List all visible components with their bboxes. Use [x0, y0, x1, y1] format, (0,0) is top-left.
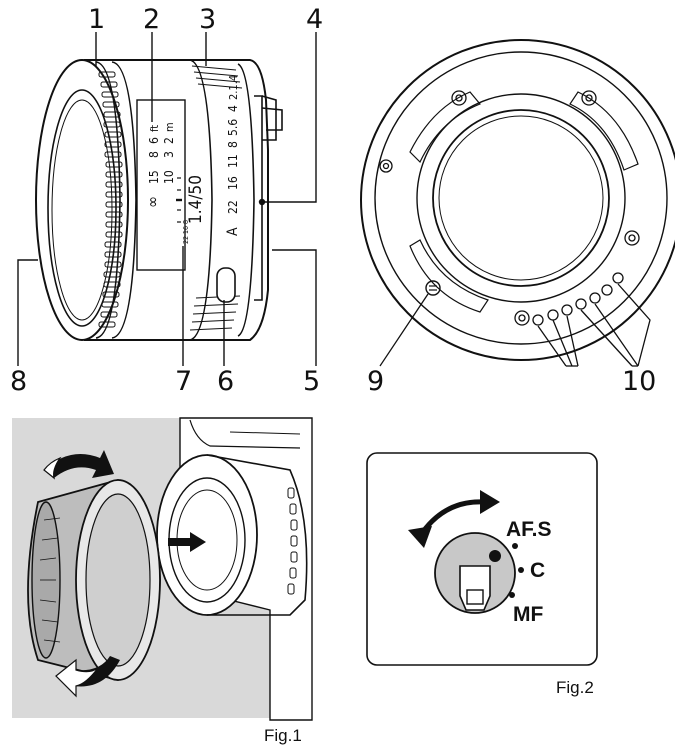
- fig2-caption: Fig.2: [556, 678, 594, 697]
- aperture-scale-2-1-4: 2.1.4: [227, 75, 240, 100]
- meter-3: 3: [162, 151, 176, 158]
- aperture-lock-button[interactable]: [216, 267, 236, 303]
- callout-5: 5: [303, 366, 321, 397]
- feet-15: 15: [147, 170, 161, 184]
- aperture-scale-5-6: 5.6: [226, 119, 240, 136]
- callout-10: 10: [622, 366, 657, 397]
- callout-3: 3: [199, 4, 217, 35]
- aperture-scale-4: 4: [226, 105, 240, 112]
- fig1-illustration: [27, 417, 313, 721]
- callout-1: 1: [88, 4, 106, 35]
- callout-7: 7: [175, 366, 193, 397]
- aperture-scale-16: 16: [226, 176, 240, 190]
- feet-8: 8: [147, 151, 161, 158]
- rotate-double-arrow: [408, 490, 500, 548]
- callout-9: 9: [367, 366, 385, 397]
- meter-10: 10: [162, 170, 176, 184]
- electrical-contacts: [532, 272, 624, 326]
- focus-ring: [95, 61, 137, 339]
- aperture-scale-8: 8: [226, 141, 240, 148]
- mode-c: C: [530, 559, 545, 582]
- callout-2: 2: [143, 4, 161, 35]
- callout-4: 4: [306, 4, 324, 35]
- scale-text: 1.4/50 A 22 16 11 8 5.6 4 2.1.4 ∞ 15 8 6…: [143, 75, 241, 244]
- aperture-scale-11: 11: [226, 154, 240, 168]
- side-view-leaders: [17, 32, 317, 366]
- fig1-caption: Fig.1: [264, 726, 302, 745]
- meter-2: 2: [162, 137, 176, 144]
- mode-afs: AF.S: [506, 518, 552, 541]
- distance-window: [136, 99, 186, 271]
- feet-unit: ft: [148, 125, 161, 132]
- mount-screws: [379, 90, 640, 326]
- dial-indicator-dot: [489, 550, 501, 562]
- callout-6: 6: [217, 366, 235, 397]
- lens-mount-index-9: [425, 280, 441, 296]
- front-element: [35, 59, 129, 341]
- aperture-scale-a: A: [225, 227, 241, 236]
- lens-rear-view: [360, 39, 675, 367]
- dof-scale: 22 16 8: [182, 220, 190, 244]
- focal-length-text: 1.4/50: [186, 175, 206, 224]
- aperture-scale-22: 22: [226, 200, 240, 214]
- mode-mf: MF: [513, 603, 543, 626]
- feet-infinity: ∞: [143, 196, 162, 208]
- aperture-ring: [189, 59, 255, 341]
- callout-8: 8: [10, 366, 28, 397]
- lens-side-view: [35, 59, 283, 341]
- meter-unit: m: [163, 122, 176, 132]
- mount-index-dot: [258, 198, 266, 206]
- rotate-arrow-top: [43, 450, 114, 480]
- rotate-arrow-bottom: [55, 656, 120, 698]
- feet-6: 6: [147, 137, 161, 144]
- focus-mode-dial[interactable]: [434, 532, 516, 614]
